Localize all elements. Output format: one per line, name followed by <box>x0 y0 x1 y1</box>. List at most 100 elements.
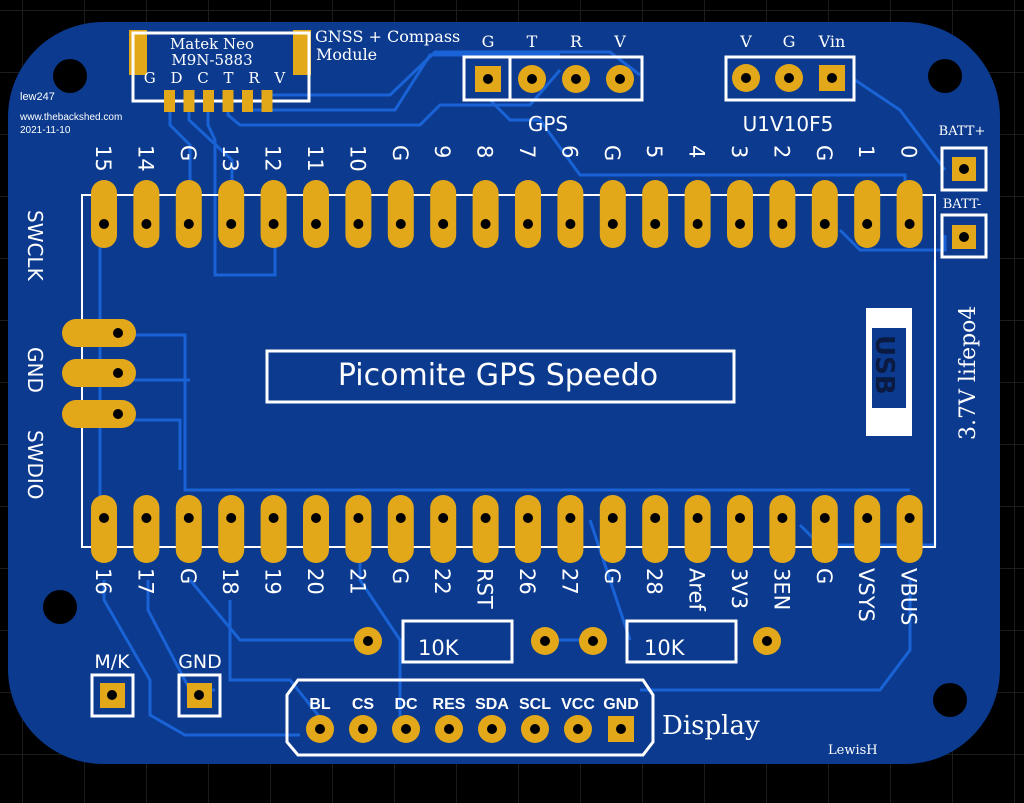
debug-gnd-label: GND <box>23 347 47 393</box>
drill-hole <box>401 724 411 734</box>
mk-gnd-label: GND <box>178 651 222 673</box>
drill-hole <box>527 74 537 84</box>
pin-pad <box>854 495 881 563</box>
pin-label: 5 <box>642 145 666 158</box>
gps-label: GPS <box>528 112 568 136</box>
pcb-board <box>8 22 1000 764</box>
pin-pad <box>727 180 753 248</box>
debug-pad <box>62 359 136 387</box>
drill-hole <box>571 74 581 84</box>
pin-label: 15 <box>91 145 115 172</box>
pin-pad <box>91 495 117 563</box>
pin-pad <box>430 180 457 248</box>
pin-label: 28 <box>642 568 666 595</box>
drill-hole <box>741 73 751 83</box>
drill-hole <box>615 74 625 84</box>
drill-hole <box>99 219 109 229</box>
drill-hole <box>819 513 830 523</box>
mounting-hole <box>933 683 967 717</box>
gnss-pad <box>183 90 195 112</box>
title-box <box>265 349 736 404</box>
drill-hole <box>358 724 368 734</box>
drill-hole <box>904 513 915 523</box>
drill-hole <box>735 513 745 523</box>
regulator-pin-label: V <box>739 32 752 51</box>
author-date: 2021-11-10 <box>20 125 71 136</box>
resistor-2-value: 10K <box>644 636 686 660</box>
pin-label: VSYS <box>854 568 878 622</box>
drill-hole <box>480 513 491 523</box>
pin-label: G <box>176 568 200 584</box>
batt-plus-label: BATT+ <box>939 124 986 139</box>
pin-pad <box>769 180 796 248</box>
display-pin-label: DC <box>394 696 418 713</box>
pin-label: G <box>812 145 836 161</box>
mounting-hole <box>53 59 87 93</box>
pin-pad <box>218 180 245 248</box>
pin-label: 3V3 <box>727 568 751 609</box>
drill-hole <box>353 219 364 229</box>
drill-hole <box>141 219 152 229</box>
pin-label: 26 <box>515 568 539 595</box>
pin-pad <box>175 495 202 563</box>
gnss-title2: Module <box>316 45 377 64</box>
drill-hole <box>904 219 915 229</box>
pin-label: 4 <box>685 145 709 158</box>
batt-type-label: 3.7V lifepo4 <box>956 306 981 440</box>
drill-hole <box>523 513 533 523</box>
display-pin-label: CS <box>352 696 375 713</box>
regulator-label: U1V10F5 <box>743 112 834 136</box>
gnss-pad <box>164 90 175 112</box>
drill-hole <box>777 513 788 523</box>
drill-hole <box>226 219 237 229</box>
author-site: www.thebackshed.com <box>19 112 122 123</box>
pin-pad <box>896 180 923 248</box>
pin-label: 10 <box>345 145 369 172</box>
pin-label: G <box>176 145 200 161</box>
pin-pad <box>345 495 372 563</box>
drill-hole <box>480 219 491 229</box>
pin-label: 3EN <box>769 568 793 610</box>
pin-label: 7 <box>515 145 539 158</box>
pin-pad <box>175 180 202 248</box>
drill-hole <box>650 513 661 523</box>
pin-pad <box>599 495 626 563</box>
debug-pad <box>62 400 136 428</box>
regulator-pin-label: Vin <box>818 32 846 51</box>
pin-pad <box>218 495 245 563</box>
debug-pads: SWCLK GND SWDIO <box>23 210 136 500</box>
pin-label: 19 <box>261 568 285 595</box>
resistor-r2: 10K <box>579 619 781 664</box>
pin-label: 2 <box>769 145 793 158</box>
display-pin-label: RES <box>433 696 466 713</box>
gps-pin-label: V <box>613 32 626 51</box>
drill-hole <box>311 513 321 523</box>
pin-label: Aref <box>685 568 709 611</box>
gnss-pad <box>222 90 234 112</box>
pin-pad <box>133 180 160 248</box>
drill-hole <box>395 513 406 523</box>
drill-hole <box>819 219 830 229</box>
pin-label: 8 <box>473 145 497 158</box>
mk-connector: M/K GND <box>90 651 222 718</box>
gnss-title1: GNSS + Compass <box>315 27 460 46</box>
drill-hole <box>487 724 497 734</box>
drill-hole <box>650 219 661 229</box>
pin-pad <box>260 180 287 248</box>
drill-hole <box>735 219 745 229</box>
pin-label: 3 <box>727 145 751 158</box>
pin-pad <box>91 180 117 248</box>
pin-label: G <box>600 568 624 584</box>
mk-label: M/K <box>94 651 130 673</box>
gps-pin-label: G <box>482 32 495 51</box>
drill-hole <box>113 328 123 338</box>
resistor-r1: 10K <box>354 619 559 664</box>
pin-label: 11 <box>303 145 327 172</box>
swdio-label: SWDIO <box>23 430 47 500</box>
batt-minus-label: BATT- <box>943 197 982 212</box>
gnss-pad <box>261 90 273 112</box>
pin-label: 9 <box>430 145 454 158</box>
usb-label: USB <box>869 335 899 395</box>
pin-pad <box>430 495 457 563</box>
